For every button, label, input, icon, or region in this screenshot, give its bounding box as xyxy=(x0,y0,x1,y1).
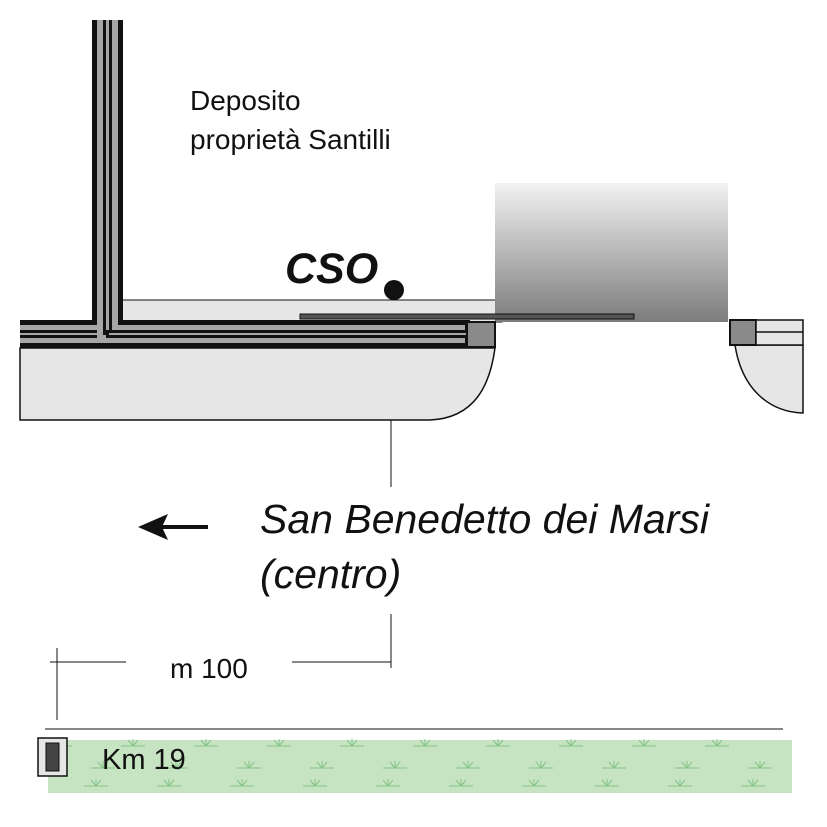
scale-label: m 100 xyxy=(170,653,248,684)
scale-bar xyxy=(50,648,391,720)
grass-tuft xyxy=(121,739,145,747)
arrow-left-icon xyxy=(138,514,208,540)
vegetation-band xyxy=(48,740,792,793)
cso-label: CSO xyxy=(285,245,378,293)
destination-label-line2: (centro) xyxy=(260,551,401,597)
grass-tuft xyxy=(164,761,188,769)
grass-tuft xyxy=(84,779,108,787)
grass-tuft xyxy=(383,761,407,769)
station-building xyxy=(495,183,728,322)
grass-tuft xyxy=(303,779,327,787)
grass-tuft xyxy=(748,761,772,769)
grass-tuft xyxy=(194,739,218,747)
grass-tuft xyxy=(705,739,729,747)
grass-tuft xyxy=(559,739,583,747)
platform xyxy=(19,347,496,421)
grass-tuft xyxy=(91,761,115,769)
grass-tuft xyxy=(595,779,619,787)
destination-label-line1: San Benedetto dei Marsi xyxy=(260,496,711,542)
grass-tuft xyxy=(310,761,334,769)
grass-tuft xyxy=(157,779,181,787)
vegetation-marks xyxy=(48,739,772,787)
grass-tuft xyxy=(376,779,400,787)
deposit-label-line2: proprietà Santilli xyxy=(190,124,391,155)
grass-tuft xyxy=(237,761,261,769)
grass-tuft xyxy=(230,779,254,787)
grass-tuft xyxy=(413,739,437,747)
siding-track xyxy=(299,313,635,320)
platform-right xyxy=(734,344,804,414)
km-label: Km 19 xyxy=(102,744,186,776)
grass-tuft xyxy=(340,739,364,747)
grass-tuft xyxy=(486,739,510,747)
grass-tuft xyxy=(522,779,546,787)
deposit-label-line1: Deposito xyxy=(190,85,301,116)
cso-dot-icon xyxy=(384,280,404,300)
crossing-block-left xyxy=(466,321,496,348)
grass-tuft xyxy=(449,779,473,787)
grass-tuft xyxy=(529,761,553,769)
grass-tuft xyxy=(668,779,692,787)
grass-tuft xyxy=(632,739,656,747)
grass-tuft xyxy=(675,761,699,769)
grass-tuft xyxy=(456,761,480,769)
crossing-block-right xyxy=(729,319,757,346)
grass-tuft xyxy=(267,739,291,747)
grass-tuft xyxy=(741,779,765,787)
grass-tuft xyxy=(602,761,626,769)
